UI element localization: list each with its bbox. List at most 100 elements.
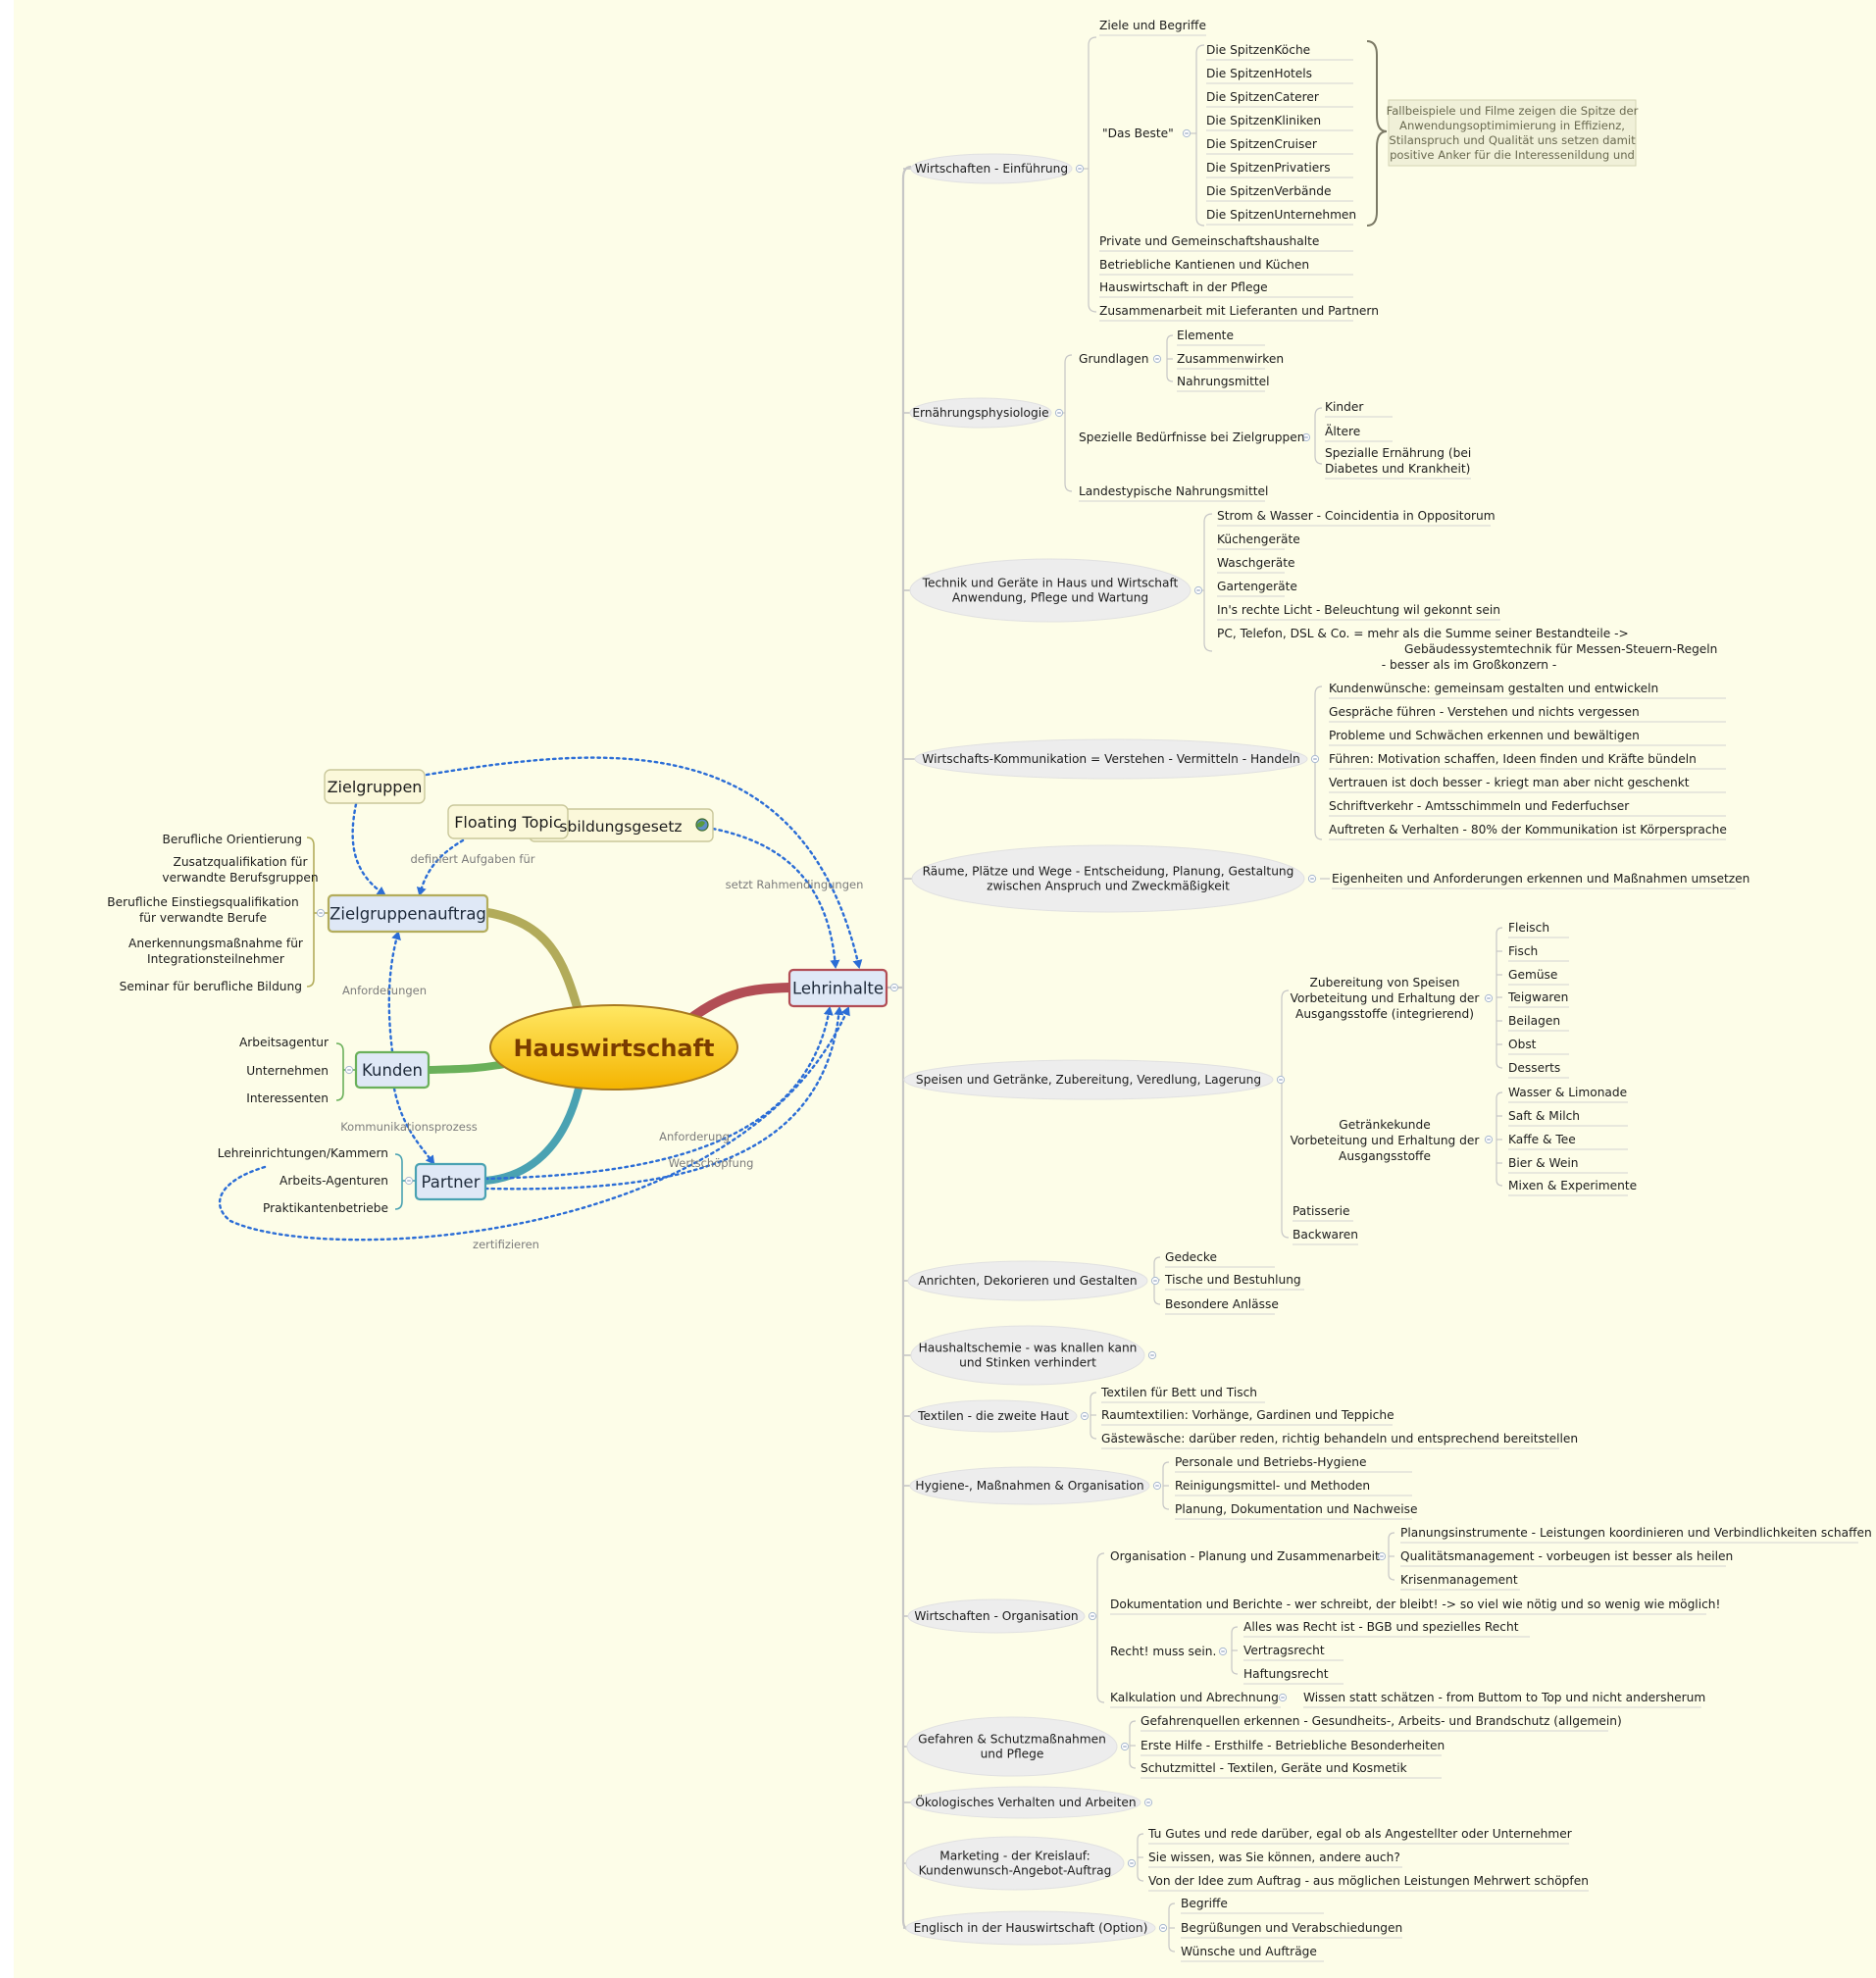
- topic-13[interactable]: [910, 1786, 1141, 1819]
- getraenke-item: Saft & Milch: [1508, 1109, 1580, 1123]
- branch-lehrinhalte: [682, 983, 794, 1027]
- topic-label[interactable]: Hygiene-, Maßnahmen & Organisation: [915, 1479, 1143, 1493]
- topic-4[interactable]: [914, 738, 1308, 780]
- summary-note-text: Fallbeispiele und Filme zeigen die Spitz…: [1387, 104, 1639, 162]
- zubereitung-item: Fleisch: [1508, 921, 1549, 935]
- lehrinhalte-topic[interactable]: [787, 968, 888, 1008]
- partner-topic[interactable]: [414, 1162, 487, 1201]
- partner-topic-label[interactable]: Partner: [422, 1173, 481, 1192]
- organisation-bracket: [1096, 1552, 1105, 1703]
- topic-label[interactable]: Räume, Plätze und Wege - Entscheidung, P…: [923, 864, 1294, 892]
- topic-label[interactable]: Englisch in der Hauswirtschaft (Option): [914, 1921, 1148, 1935]
- zielgruppenauftrag-bracket: [306, 837, 315, 988]
- relation-zielgruppen-to-lehrinhalte: [425, 756, 863, 969]
- kunden-item: Arbeitsagentur: [239, 1036, 330, 1049]
- kalkulation-item: Wissen statt schätzen - from Buttom to T…: [1303, 1691, 1705, 1704]
- topic-6[interactable]: [903, 1059, 1274, 1100]
- kunden-topic-label[interactable]: Kunden: [362, 1061, 423, 1080]
- bedarf-item: Kinder: [1325, 400, 1364, 414]
- recht-item: Alles was Recht ist - BGB und spezielles…: [1243, 1620, 1519, 1634]
- central-topic[interactable]: [489, 1004, 738, 1090]
- topic-label[interactable]: Wirtschaften - Einführung: [915, 162, 1068, 176]
- topic-label[interactable]: Textilen - die zweite Haut: [917, 1409, 1069, 1423]
- technik-item: - besser als im Großkonzern -: [1382, 658, 1557, 672]
- topic-11[interactable]: [907, 1598, 1086, 1634]
- topic-label[interactable]: Anrichten, Dekorieren und Gestalten: [918, 1274, 1137, 1288]
- lehrinhalte-topic-label[interactable]: Lehrinhalte: [792, 980, 884, 998]
- dokumentation-item: Dokumentation und Berichte - wer schreib…: [1110, 1598, 1720, 1611]
- kommunikation-item: Vertrauen ist doch besser - kriegt man a…: [1329, 776, 1690, 789]
- topic-label[interactable]: Technik und Geräte in Haus und Wirtschaf…: [922, 576, 1179, 604]
- zielgruppenauftrag-topic-label[interactable]: Zielgruppenauftrag: [330, 905, 486, 924]
- recht-item: Vertragsrecht: [1243, 1644, 1325, 1657]
- englisch-item: Wünsche und Aufträge: [1181, 1945, 1317, 1958]
- partner-bracket: [394, 1153, 403, 1210]
- englisch-item: Begriffe: [1181, 1897, 1228, 1910]
- einfuehrung-ziele: Ziele und Begriffe: [1099, 19, 1206, 32]
- topic-7[interactable]: [907, 1260, 1148, 1301]
- label-zertifizieren: zertifizieren: [473, 1238, 539, 1251]
- bedarf-bracket: [1314, 407, 1323, 465]
- topic-12[interactable]: [906, 1716, 1118, 1777]
- relation-wertschoepfung: [483, 1006, 844, 1191]
- patisserie-item: Patisserie: [1293, 1204, 1350, 1218]
- topic-label[interactable]: Ökologisches Verhalten und Arbeiten: [915, 1794, 1136, 1809]
- bildungsgesetz-label[interactable]: sbildungsgesetz: [559, 818, 682, 836]
- ernaehrung-bracket: [1064, 354, 1073, 492]
- topic-1[interactable]: [910, 153, 1073, 184]
- kommunikation-item: Schriftverkehr - Amtsschimmeln und Feder…: [1329, 799, 1630, 813]
- topic-15[interactable]: [905, 1910, 1156, 1946]
- topic-9[interactable]: [909, 1399, 1078, 1433]
- das-beste-label: "Das Beste": [1102, 127, 1174, 140]
- partner-item: Lehreinrichtungen/Kammern: [218, 1146, 388, 1160]
- das-beste-item: Die SpitzenPrivatiers: [1206, 161, 1331, 175]
- das-beste-item: Die SpitzenCaterer: [1206, 90, 1320, 104]
- kunden-topic[interactable]: [354, 1050, 431, 1090]
- das-beste-item: Die SpitzenKliniken: [1206, 114, 1321, 127]
- getraenke-item: Wasser & Limonade: [1508, 1086, 1627, 1099]
- summary-note-box[interactable]: [1388, 99, 1637, 167]
- hygiene-item: Reinigungsmittel- und Methoden: [1175, 1479, 1370, 1493]
- zubereitung-item: Beilagen: [1508, 1014, 1560, 1028]
- floating-topic[interactable]: [447, 804, 569, 839]
- topic-label[interactable]: Speisen und Getränke, Zubereitung, Vered…: [916, 1073, 1261, 1087]
- connector-lines: [306, 34, 1858, 1962]
- topic-label[interactable]: Wirtschafts-Kommunikation = Verstehen - …: [922, 752, 1299, 766]
- topic-3[interactable]: [909, 558, 1192, 623]
- topic-10[interactable]: [909, 1466, 1150, 1505]
- topic-label[interactable]: Ernährungsphysiologie: [912, 406, 1048, 420]
- organisation-label: Organisation - Planung und Zusammenarbei…: [1110, 1549, 1380, 1563]
- topic-14[interactable]: [905, 1836, 1125, 1891]
- label-setzt: setzt Rahmendingungen: [726, 878, 864, 891]
- technik-item: PC, Telefon, DSL & Co. = mehr als die Su…: [1217, 627, 1629, 640]
- relation-kommunikation: [392, 1087, 435, 1165]
- topic-2[interactable]: [909, 397, 1052, 429]
- zielgruppen-floating-label[interactable]: Zielgruppen: [328, 778, 423, 796]
- relation-anforderungen: [387, 931, 401, 1053]
- topic-5[interactable]: [911, 844, 1305, 913]
- marketing-item: Von der Idee zum Auftrag - aus möglichen…: [1148, 1874, 1589, 1888]
- technik-item: Strom & Wasser - Coincidentia in Opposit…: [1217, 509, 1496, 523]
- text-layer: Wirtschaften - EinführungErnährungsphysi…: [107, 19, 1871, 1958]
- branch-zielgruppenauftrag: [480, 907, 583, 1017]
- central-topic-label[interactable]: Hauswirtschaft: [513, 1035, 714, 1062]
- kunden-item: Unternehmen: [246, 1064, 329, 1078]
- textilen-item: Textilen für Bett und Tisch: [1100, 1386, 1257, 1399]
- topic-8[interactable]: [910, 1325, 1145, 1386]
- zielgruppen-floating[interactable]: [324, 769, 426, 804]
- label-anforderung: Anforderung: [659, 1130, 730, 1143]
- gefahren-item: Gefahrenquellen erkennen - Gesundheits-,…: [1141, 1714, 1622, 1728]
- topic-label[interactable]: Wirtschaften - Organisation: [914, 1609, 1078, 1623]
- technik-item: Waschgeräte: [1217, 556, 1295, 570]
- topic-label[interactable]: Marketing - der Kreislauf:Kundenwunsch-A…: [919, 1849, 1112, 1877]
- kunden-item: Interessenten: [246, 1091, 329, 1105]
- floating-topic-label[interactable]: Floating Topic: [454, 813, 562, 832]
- das-beste-item: Die SpitzenKöche: [1206, 43, 1310, 57]
- kommunikation-item: Kundenwünsche: gemeinsam gestalten und e…: [1329, 682, 1658, 695]
- zielgruppenauftrag-topic[interactable]: [327, 893, 489, 934]
- label-wertschoepfung: Wertschöpfung: [669, 1156, 754, 1170]
